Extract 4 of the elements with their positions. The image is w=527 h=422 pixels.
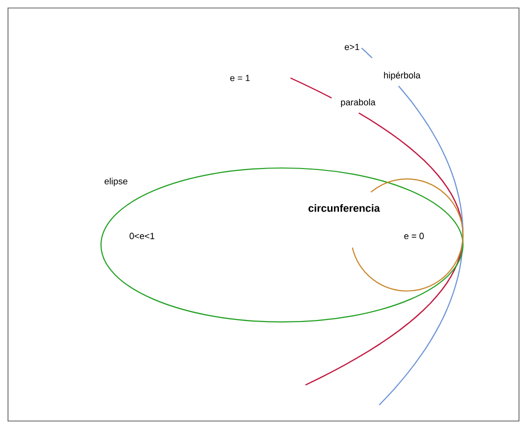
curve-label: parabola [341, 98, 376, 108]
curve-label: e = 1 [230, 74, 250, 82]
curve-label: e>1 [344, 44, 360, 50]
curve-label: hipérbola [384, 72, 420, 80]
